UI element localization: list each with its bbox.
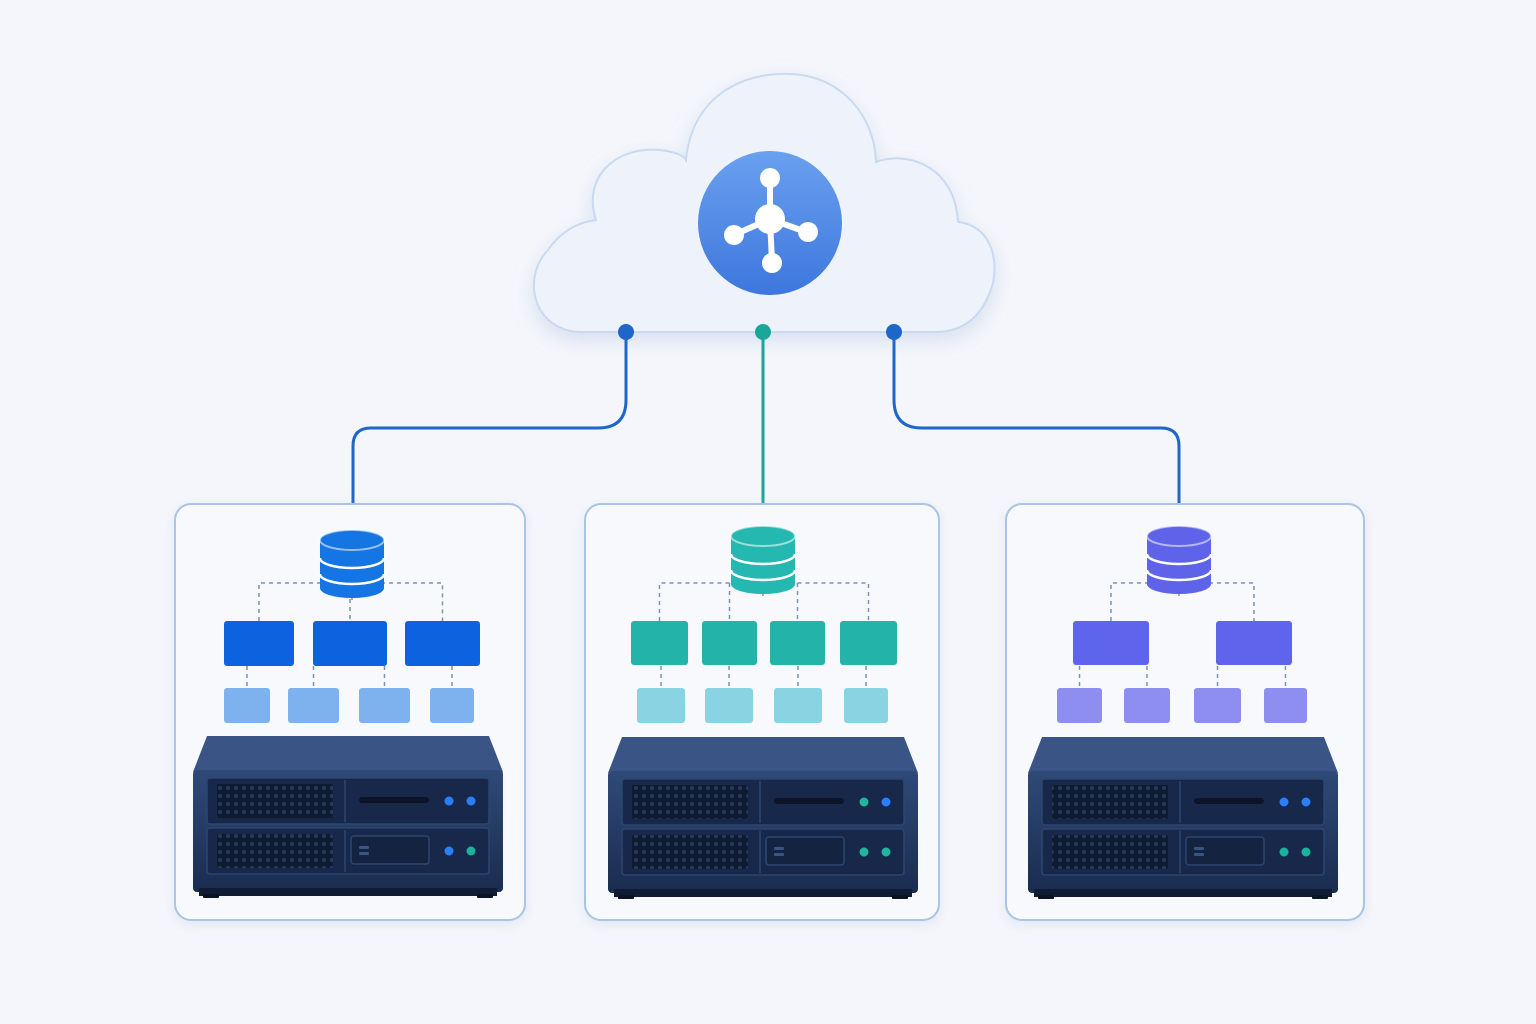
server-drive-tray xyxy=(350,835,430,865)
cloud xyxy=(532,72,996,333)
leaf-node xyxy=(1194,688,1241,723)
uplink-port-1 xyxy=(618,324,634,340)
status-led xyxy=(444,846,454,856)
uplinks xyxy=(351,324,1181,506)
server-rack-icon xyxy=(608,737,918,899)
leaf-node xyxy=(774,688,822,723)
service-node xyxy=(1216,621,1292,665)
server-drive-latch xyxy=(359,846,369,849)
tree-branch-line xyxy=(1110,582,1255,621)
leaf-node xyxy=(224,688,270,723)
database-ring xyxy=(318,573,386,586)
server-foot xyxy=(618,895,634,899)
status-led xyxy=(1301,847,1311,857)
database-top xyxy=(1146,525,1212,547)
server-vent-grill xyxy=(217,784,333,818)
status-led xyxy=(1279,797,1289,807)
server-base xyxy=(614,889,912,897)
server-drive-slot xyxy=(1194,798,1264,804)
uplink-port-2 xyxy=(755,324,771,340)
leaf-node xyxy=(1124,688,1170,723)
cluster-2 xyxy=(584,503,940,921)
service-node xyxy=(631,621,688,665)
tree-branch-line xyxy=(658,582,870,621)
server-foot xyxy=(892,895,908,899)
service-node xyxy=(840,621,897,665)
database-top xyxy=(319,529,385,551)
server-foot xyxy=(203,894,219,898)
server-vent-grill xyxy=(217,834,333,868)
leaf-node xyxy=(288,688,339,723)
server-vent-grill xyxy=(1052,785,1168,819)
server-base xyxy=(199,888,497,896)
uplink-1 xyxy=(351,330,628,506)
status-led xyxy=(1301,797,1311,807)
server-drive-tray xyxy=(765,836,845,866)
database-ring xyxy=(1145,569,1213,582)
server-drive-latch xyxy=(774,853,784,856)
leaf-node xyxy=(359,688,410,723)
server-foot xyxy=(477,894,493,898)
leaf-node xyxy=(430,688,474,723)
server-foot xyxy=(1038,895,1054,899)
service-node xyxy=(224,621,294,666)
server-rack-icon xyxy=(1028,737,1338,899)
database-icon xyxy=(1145,525,1213,594)
status-led xyxy=(1279,847,1289,857)
status-led xyxy=(466,846,476,856)
status-led xyxy=(881,847,891,857)
server-drive-latch xyxy=(1194,847,1204,850)
status-led xyxy=(466,796,476,806)
server-rack-icon xyxy=(193,736,503,898)
status-led xyxy=(881,797,891,807)
database-icon xyxy=(318,529,386,598)
server-top xyxy=(608,737,918,773)
server-vent-grill xyxy=(632,835,748,869)
service-node xyxy=(313,621,387,666)
leaf-node xyxy=(1264,688,1307,723)
service-node xyxy=(1073,621,1149,665)
database-top xyxy=(730,525,796,547)
cluster-1 xyxy=(174,503,526,921)
server-base xyxy=(1034,889,1332,897)
clusters xyxy=(174,503,1365,921)
database-ring xyxy=(318,557,386,570)
server-foot xyxy=(1312,895,1328,899)
database-icon xyxy=(729,525,797,594)
server-drive-latch xyxy=(1194,853,1204,856)
server-drive-slot xyxy=(774,798,844,804)
uplink-3 xyxy=(892,330,1181,506)
server-vent-grill xyxy=(632,785,748,819)
service-node xyxy=(702,621,757,665)
database-ring xyxy=(729,569,797,582)
network-hub-icon xyxy=(698,151,842,295)
server-drive-latch xyxy=(774,847,784,850)
server-top xyxy=(1028,737,1338,773)
server-drive-latch xyxy=(359,852,369,855)
leaf-node xyxy=(844,688,888,723)
service-node xyxy=(405,621,480,666)
status-led xyxy=(859,847,869,857)
leaf-node xyxy=(1057,688,1102,723)
status-led xyxy=(444,796,454,806)
status-led xyxy=(859,797,869,807)
database-ring xyxy=(729,553,797,566)
cluster-3 xyxy=(1005,503,1365,921)
server-top xyxy=(193,736,503,772)
uplink-port-3 xyxy=(886,324,902,340)
server-drive-slot xyxy=(359,797,429,803)
database-ring xyxy=(1145,553,1213,566)
leaf-node xyxy=(637,688,685,723)
leaf-node xyxy=(705,688,753,723)
server-drive-tray xyxy=(1185,836,1265,866)
service-node xyxy=(770,621,825,665)
server-vent-grill xyxy=(1052,835,1168,869)
